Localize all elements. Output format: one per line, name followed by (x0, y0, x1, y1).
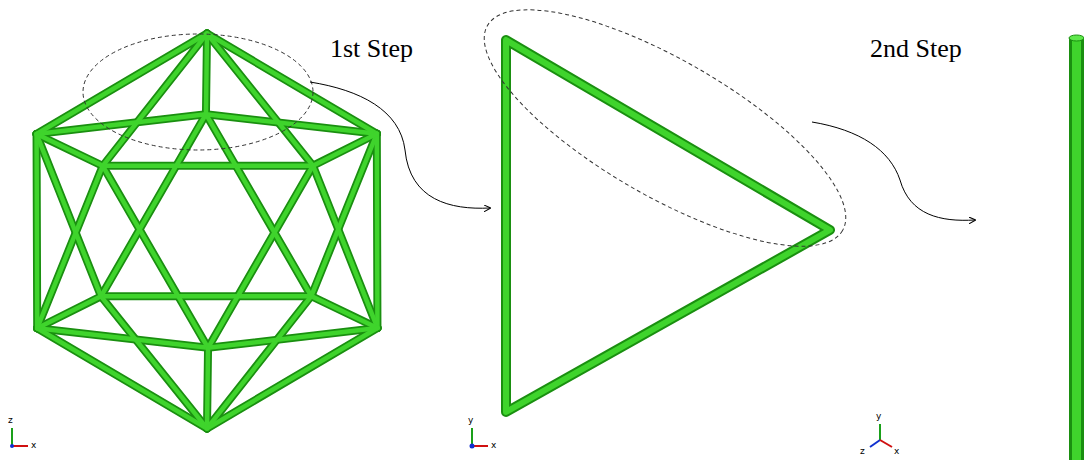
strut (37, 34, 207, 134)
strut (101, 294, 311, 299)
strut (208, 166, 313, 348)
strut (206, 34, 207, 115)
triangle-strut (506, 40, 830, 412)
strut (37, 134, 101, 296)
axis-letter: x (894, 447, 899, 456)
selection-ellipse (453, 0, 876, 289)
strut (373, 134, 382, 328)
strut (208, 166, 313, 348)
strut (34, 134, 39, 328)
axis-triad (10, 424, 892, 449)
icosahedron-lattice (37, 34, 378, 429)
step-arrow (812, 122, 975, 220)
strut (101, 292, 311, 300)
axis-letter: z (860, 447, 865, 456)
strut (313, 134, 377, 166)
single-strut (1069, 35, 1084, 460)
strut (206, 114, 377, 134)
strut (103, 166, 208, 348)
strut (101, 114, 206, 296)
axis-letter: y (876, 412, 881, 421)
axis-letter: x (31, 441, 36, 450)
strut (207, 348, 208, 429)
axis-letter: y (468, 416, 473, 425)
axis-letter: x (491, 441, 496, 450)
strut (101, 114, 206, 296)
strut (37, 34, 207, 134)
strut (103, 163, 313, 168)
strut (37, 328, 207, 428)
strut (37, 166, 103, 328)
strut (33, 134, 42, 328)
step-arrow (310, 82, 490, 208)
strut (207, 328, 377, 428)
strut (206, 34, 207, 115)
strut (207, 296, 311, 428)
step-label: 1st Step (330, 36, 413, 62)
strut (375, 134, 380, 328)
strut (311, 134, 377, 296)
strut (207, 328, 377, 428)
strut (311, 134, 377, 296)
strut (37, 166, 103, 328)
axis-letter: z (8, 416, 13, 425)
strut (207, 34, 313, 166)
strut (103, 162, 313, 170)
step-label: 2nd Step (870, 36, 962, 62)
selection-ellipse (83, 34, 313, 150)
strut (207, 348, 208, 429)
strut (311, 296, 377, 328)
